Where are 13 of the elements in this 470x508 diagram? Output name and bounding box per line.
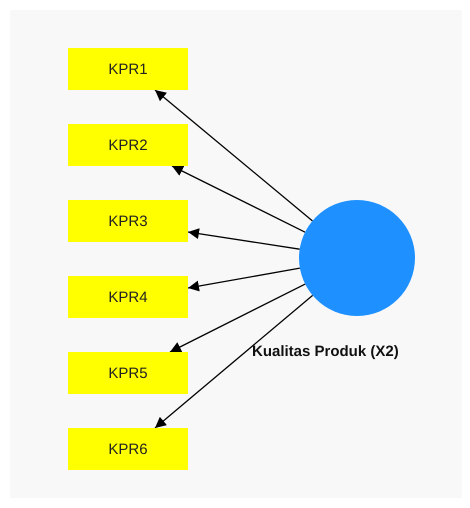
indicator-box: KPR4 bbox=[68, 276, 188, 318]
arrow bbox=[154, 294, 314, 428]
indicator-box: KPR5 bbox=[68, 352, 188, 394]
arrow bbox=[188, 268, 300, 292]
arrow bbox=[170, 283, 306, 353]
node-label: Kualitas Produk (X2) bbox=[252, 343, 399, 360]
arrow bbox=[154, 90, 313, 222]
arrow bbox=[188, 228, 300, 250]
arrow bbox=[172, 165, 306, 233]
indicator-box: KPR6 bbox=[68, 428, 188, 470]
indicator-box: KPR2 bbox=[68, 124, 188, 166]
indicator-box: KPR1 bbox=[68, 48, 188, 90]
indicator-box: KPR3 bbox=[68, 200, 188, 242]
